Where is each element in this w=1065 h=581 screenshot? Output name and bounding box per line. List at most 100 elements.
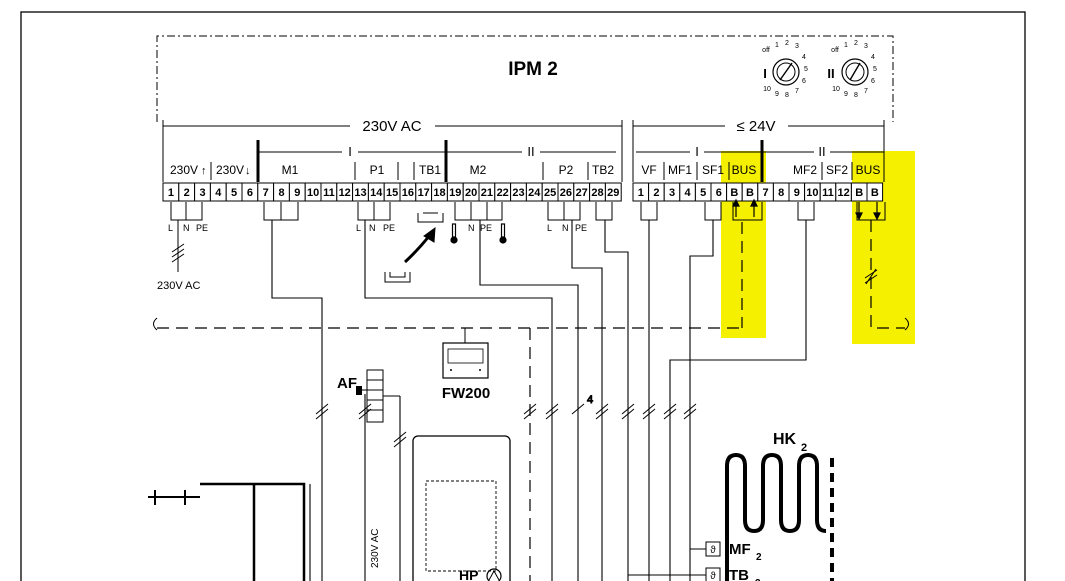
terminal-1: 1 — [162, 182, 180, 202]
group-label-tb1: TB1 — [419, 163, 441, 177]
coding-switch-2: II off 1 2 3 4 5 6 7 8 9 10 — [827, 40, 877, 99]
terminal-number: 2 — [653, 187, 659, 199]
switch-2-pos: 6 — [871, 78, 875, 85]
terminal-number: 4 — [215, 187, 222, 199]
heating-circuit-coil: HK 2 — [725, 431, 834, 581]
switch-1-pos: 7 — [795, 88, 799, 95]
terminal-number: 3 — [669, 187, 675, 199]
group-label-m1: M1 — [282, 163, 299, 177]
cable-break — [904, 317, 909, 331]
terminal-number: 5 — [231, 187, 237, 199]
wire-label: PE — [575, 223, 587, 233]
bus-highlight-circuit-1 — [721, 151, 766, 338]
terminal-number: 19 — [449, 187, 461, 199]
switch-1-pos: 1 — [775, 42, 779, 49]
terminal-group-labels-low: VF MF1 SF1 BUS MF2 SF2 BUS — [641, 162, 880, 180]
circuit-brackets: I II I II — [256, 140, 884, 182]
terminal-number: 24 — [528, 187, 541, 199]
switch-2-pos: 7 — [864, 88, 868, 95]
switch-1-pos: 9 — [775, 91, 779, 98]
terminal-number: 11 — [822, 187, 834, 199]
terminal-number: 16 — [402, 187, 414, 199]
terminal-number: 7 — [763, 187, 769, 199]
switch-1-pos: 2 — [785, 40, 789, 47]
circuit-2-label-low: II — [818, 144, 825, 159]
low-voltage-zone: ≤ 24V — [632, 118, 885, 182]
terminal-16: 16 — [399, 182, 417, 202]
terminal-bus: B — [850, 182, 868, 202]
terminal-number: 3 — [199, 187, 205, 199]
group-label-mf1: MF1 — [668, 163, 692, 177]
switch-1-pos: 8 — [785, 92, 789, 99]
switch-1-pos: 3 — [795, 43, 799, 50]
terminal-number: 17 — [418, 187, 430, 199]
temp-limiter-label: TB — [729, 567, 749, 581]
switch-2-pos: 9 — [844, 91, 848, 98]
terminal-number: 1 — [638, 187, 644, 199]
wire-label: PE — [383, 223, 395, 233]
temp-limiter: ϑ TB 2 — [628, 567, 761, 581]
cable-hash-marks — [864, 268, 878, 285]
terminal-2: 2 — [648, 182, 665, 202]
arrow-down-icon: ↓ — [245, 165, 251, 177]
terminal-14: 14 — [367, 182, 385, 202]
switch-1-pos: 10 — [763, 86, 771, 93]
mixer-sensor-sub: 2 — [756, 552, 762, 563]
terminal-number: 10 — [806, 187, 818, 199]
cable-count-label: 4 — [587, 394, 593, 406]
switch-1-pos: 5 — [804, 66, 808, 73]
terminal-number: 13 — [354, 187, 366, 199]
terminal-bus: B — [741, 182, 759, 202]
heat-pump-unit: HP 230V AC — [370, 435, 511, 581]
terminal-number: 7 — [263, 187, 269, 199]
terminal-3: 3 — [194, 182, 211, 202]
terminal-number: 4 — [685, 187, 692, 199]
wire-label: L — [547, 223, 552, 233]
group-label-230v-out: 230V — [216, 163, 244, 177]
terminal-number: 26 — [560, 187, 572, 199]
temp-limiter-sub: 2 — [755, 578, 761, 581]
sensor-icon: ϑ — [710, 545, 716, 556]
switch-1-label: I — [763, 66, 767, 81]
terminal-number: 27 — [576, 187, 588, 199]
terminal-22: 22 — [494, 182, 512, 202]
terminal-number: 21 — [481, 187, 493, 199]
terminal-27: 27 — [573, 182, 591, 202]
wire-label: N — [183, 223, 190, 233]
group-label-sf1: SF1 — [702, 163, 724, 177]
switch-2-pos: 2 — [854, 40, 858, 47]
switch-2-pos: 10 — [832, 86, 840, 93]
vertical-voltage-label: 230V AC — [370, 529, 381, 568]
outdoor-sensor: AF — [337, 369, 400, 581]
wire-label: L — [168, 223, 173, 233]
coding-switch-1: I off 1 2 3 4 5 6 7 8 9 10 — [762, 40, 808, 99]
wire-labels: L N PE 230V AC L N PE N PE L N PE — [157, 223, 587, 292]
bus-dashed-lines — [157, 222, 743, 581]
group-label-bus-1: BUS — [732, 163, 757, 177]
wire-label: N — [468, 223, 475, 233]
terminal-number: 22 — [497, 187, 509, 199]
terminal-number: 29 — [607, 187, 619, 199]
terminal-28: 28 — [589, 182, 606, 202]
terminal-11: 11 — [819, 182, 837, 202]
terminal-number: 9 — [794, 187, 800, 199]
terminal-11: 11 — [320, 182, 338, 202]
connector-blocks — [170, 202, 886, 223]
terminal-number: 6 — [247, 187, 253, 199]
cable-hash-clusters: 4 — [315, 394, 697, 448]
terminal-number: 14 — [370, 187, 383, 199]
wire-label: PE — [196, 223, 208, 233]
terminal-15: 15 — [383, 182, 401, 202]
terminal-6: 6 — [710, 182, 728, 202]
terminal-7: 7 — [257, 182, 275, 202]
arrow-up-icon: ↑ — [201, 165, 207, 177]
terminal-number: 12 — [837, 187, 849, 199]
terminal-bus: B — [866, 182, 884, 202]
high-voltage-label: 230V AC — [362, 118, 421, 135]
terminal-2: 2 — [178, 182, 196, 202]
group-label-p1: P1 — [370, 163, 385, 177]
terminal-number: B — [730, 187, 738, 199]
